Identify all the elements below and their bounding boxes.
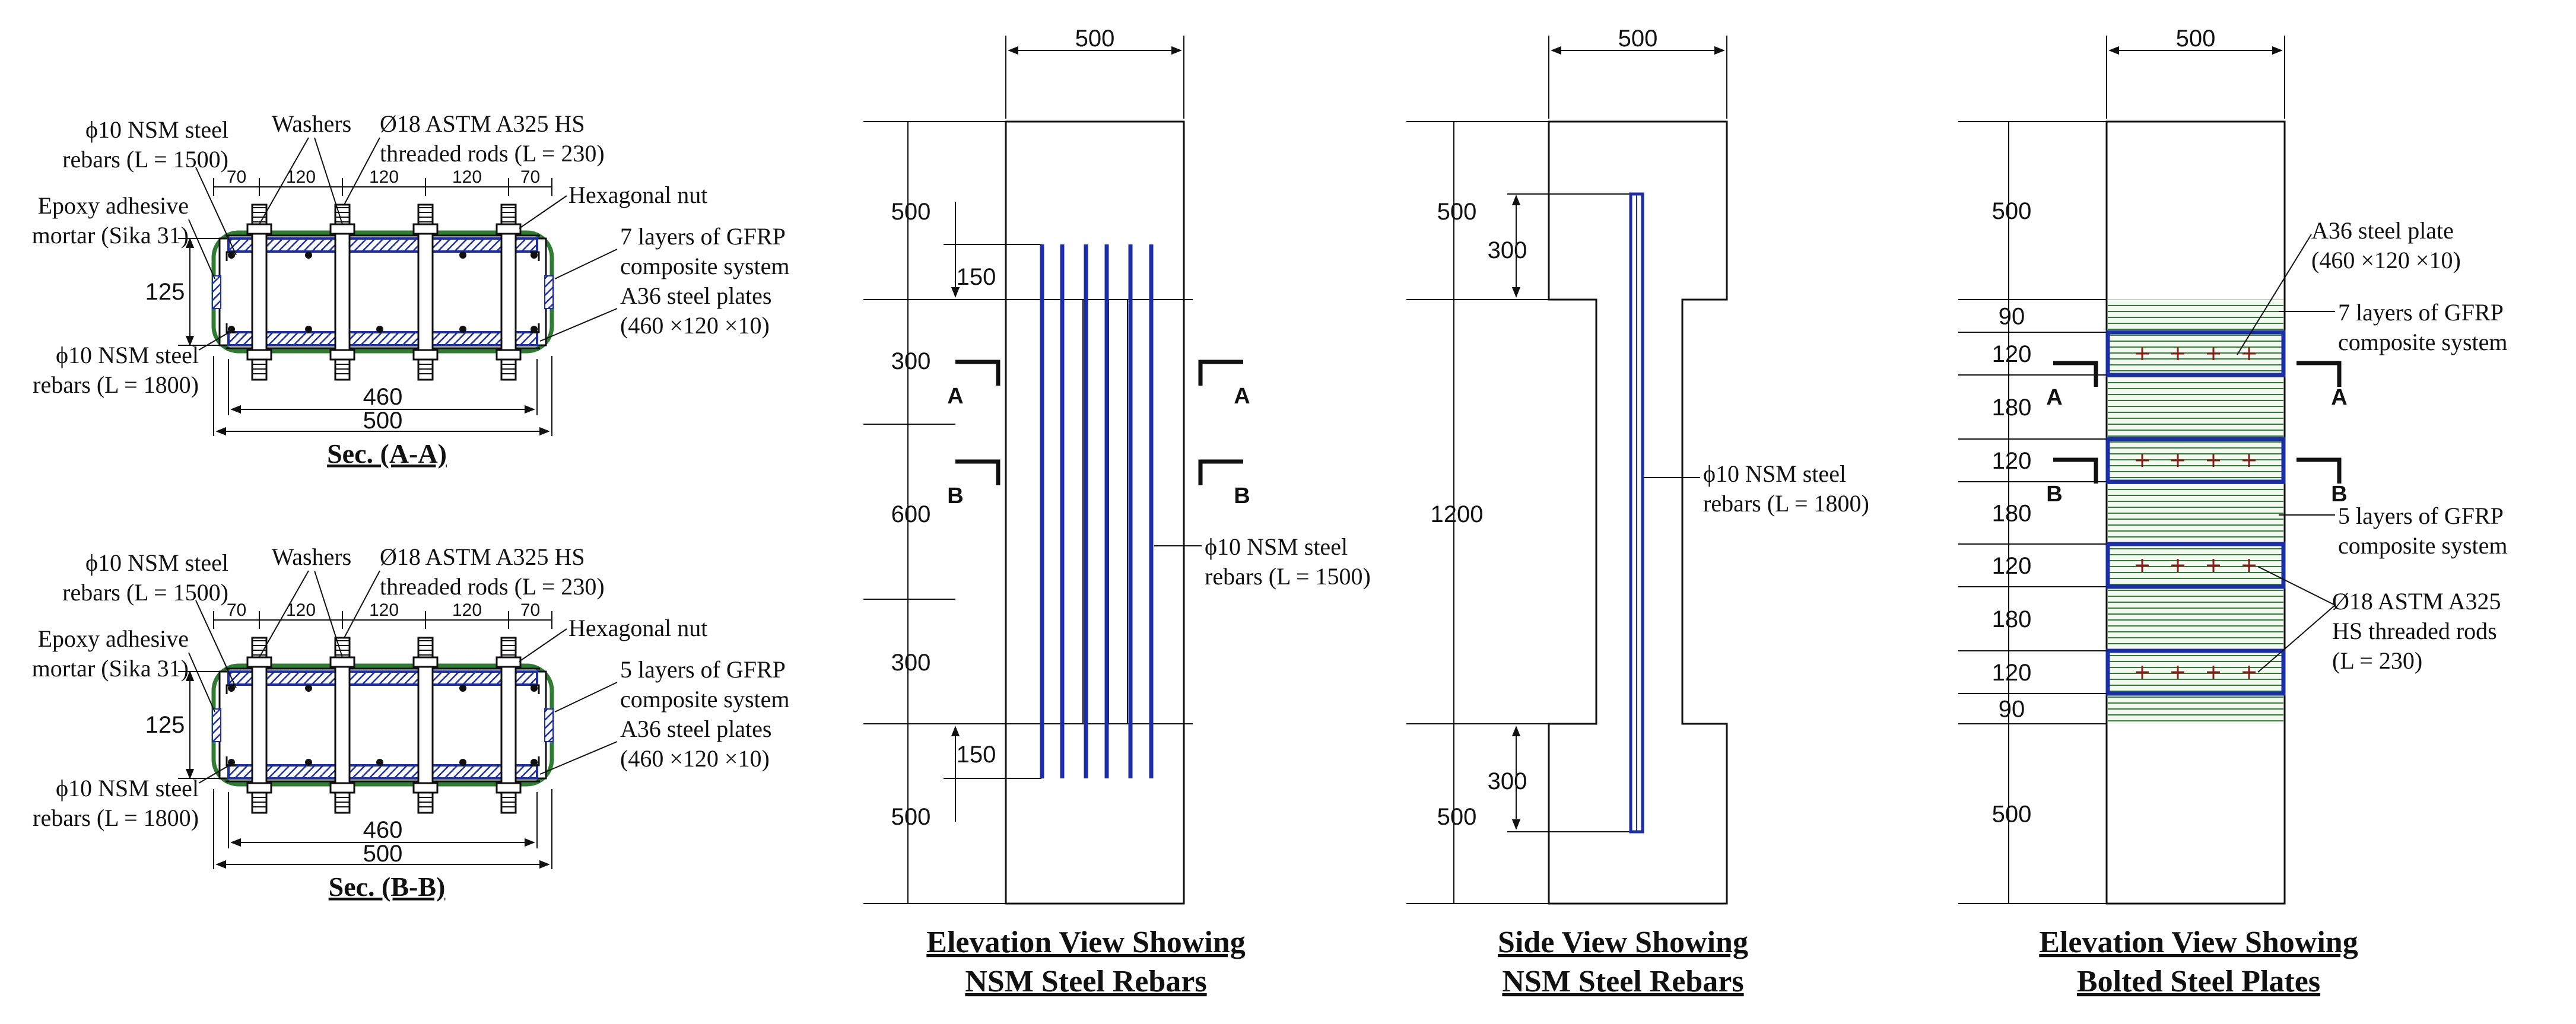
elev-nsm-dim-3: 600: [891, 501, 931, 527]
svg-text:120: 120: [452, 600, 482, 620]
elevation-nsm-view: 500 500 300 600 300 500 150 150: [863, 26, 1371, 998]
bolted-cut-b-left: B: [2046, 482, 2062, 507]
svg-text:500: 500: [1992, 198, 2032, 224]
svg-text:Washers: Washers: [272, 543, 352, 570]
cut-label-b-left: B: [947, 484, 963, 508]
svg-text:120: 120: [369, 167, 399, 187]
svg-text:120: 120: [452, 167, 482, 187]
svg-text:70: 70: [520, 167, 540, 187]
svg-text:460: 460: [363, 384, 403, 410]
side-inner-dim-2: 300: [1488, 768, 1527, 794]
svg-text:460: 460: [363, 817, 403, 843]
svg-text:70: 70: [520, 600, 540, 620]
elev-nsm-top-dim: 500: [1075, 26, 1115, 52]
svg-text:120: 120: [369, 600, 399, 620]
cut-label-a-left: A: [947, 384, 963, 409]
steel-plate-3: [2105, 542, 2286, 589]
elev-nsm-inner-dim-1: 150: [957, 264, 996, 290]
bolt-marks: [2136, 347, 2256, 679]
elev-nsm-dim-5: 500: [891, 804, 931, 830]
svg-text:90: 90: [1999, 697, 2025, 723]
steel-plate-2: [2105, 437, 2286, 484]
svg-text:70: 70: [227, 600, 246, 620]
svg-text:70: 70: [227, 167, 246, 187]
steel-plate-4: [2105, 648, 2286, 696]
svg-text:500: 500: [363, 841, 403, 867]
svg-text:125: 125: [145, 279, 185, 305]
secBB-title: Sec. (B-B): [329, 872, 446, 902]
bolted-left-dims: 500 90 120 180 120 180 120 180 120 90 500: [1958, 121, 2107, 904]
svg-text:180: 180: [1992, 395, 2032, 421]
elev-nsm-dim-1: 500: [891, 199, 931, 225]
gfrp-wrap: [2108, 300, 2283, 724]
side-dim-2: 1200: [1431, 501, 1484, 527]
secAA-title: Sec. (A-A): [327, 438, 447, 469]
svg-text:125: 125: [145, 712, 185, 738]
side-dim-1: 500: [1437, 199, 1477, 225]
cut-label-a-right: A: [1234, 384, 1250, 409]
bolted-cut-b-right: B: [2331, 482, 2347, 507]
svg-text:90: 90: [1999, 304, 2025, 330]
bolted-plate-label: A36 steel plate(460 ×120 ×10): [2311, 217, 2461, 274]
cut-label-b-right: B: [1234, 484, 1250, 508]
svg-text:A36 steel plates(460 ×120 ×10): A36 steel plates(460 ×120 ×10): [620, 715, 772, 772]
svg-text:180: 180: [1992, 501, 2032, 527]
svg-text:120: 120: [1992, 341, 2032, 367]
elev-nsm-dim-2: 300: [891, 348, 931, 374]
svg-text:Washers: Washers: [272, 110, 352, 137]
svg-text:500: 500: [363, 408, 403, 434]
svg-text:120: 120: [1992, 660, 2032, 686]
svg-text:A36 steel plates(460 ×120 ×10): A36 steel plates(460 ×120 ×10): [620, 282, 772, 339]
steel-plate-1: [2105, 330, 2286, 377]
side-dim-3: 500: [1437, 804, 1477, 830]
svg-text:180: 180: [1992, 606, 2032, 632]
svg-text:500: 500: [1992, 802, 2032, 828]
bolted-top-dim: 500: [2176, 26, 2216, 52]
svg-text:120: 120: [286, 167, 316, 187]
bolted-cut-a-left: A: [2046, 385, 2062, 410]
svg-text:120: 120: [286, 600, 316, 620]
elev-nsm-dim-4: 300: [891, 650, 931, 676]
svg-text:120: 120: [1992, 448, 2032, 474]
side-top-dim: 500: [1618, 26, 1658, 52]
bolted-cut-a-right: A: [2331, 385, 2347, 410]
elev-nsm-inner-dim-2: 150: [957, 742, 996, 768]
svg-text:Hexagonal nut: Hexagonal nut: [568, 615, 707, 641]
svg-text:Hexagonal nut: Hexagonal nut: [568, 182, 707, 208]
svg-text:120: 120: [1992, 553, 2032, 579]
side-inner-dim-1: 300: [1488, 237, 1527, 263]
